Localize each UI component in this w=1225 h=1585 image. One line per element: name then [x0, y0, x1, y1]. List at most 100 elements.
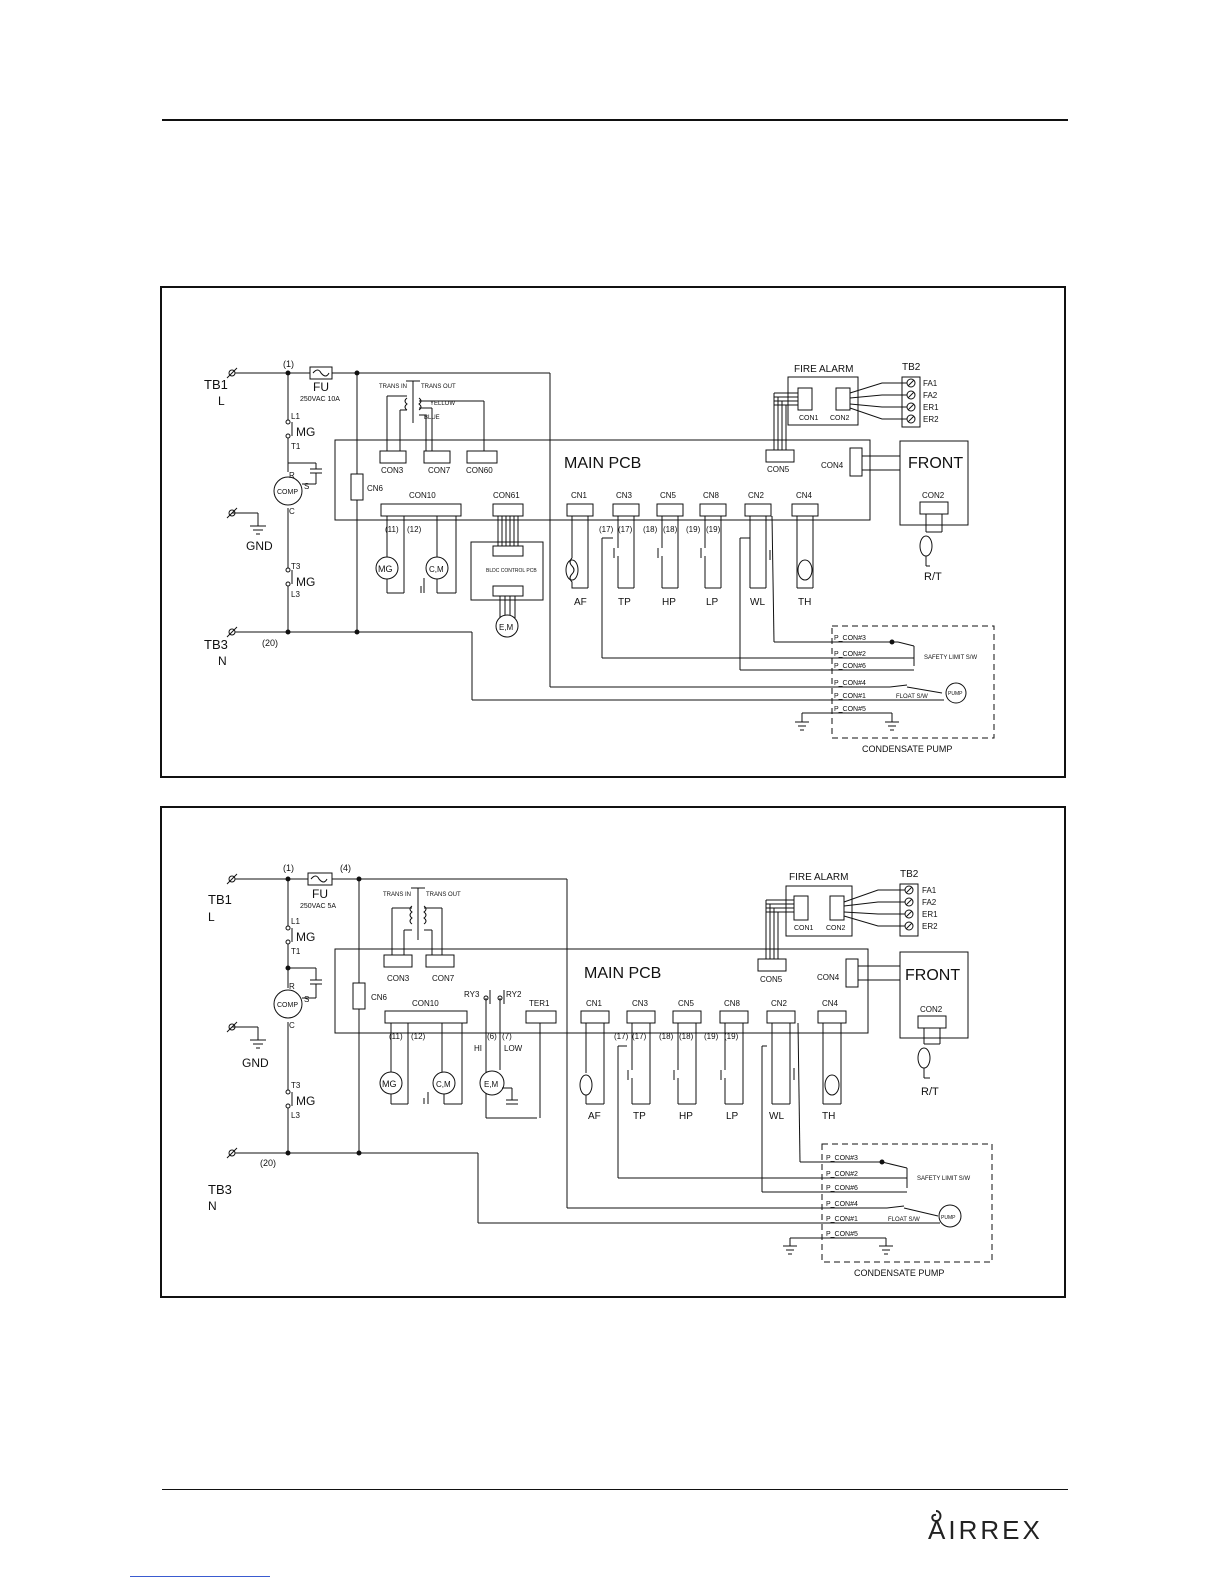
node-11-label: (11) [385, 525, 399, 534]
con5-box [765, 449, 795, 463]
con3-box [383, 954, 413, 968]
tb3-sub-label: N [208, 1199, 217, 1213]
hi-label: HI [474, 1044, 482, 1053]
gnd-label: GND [246, 539, 273, 553]
tb3-label: TB3 [204, 637, 228, 652]
bldc-bus [497, 516, 519, 618]
pump-label: PUMP [948, 691, 963, 697]
l3-label: L3 [291, 1111, 300, 1120]
con7-box [423, 450, 451, 464]
t1-label: T1 [291, 442, 301, 451]
fu-label: FU [312, 887, 328, 901]
tb2-label: TB2 [900, 869, 919, 880]
terminal-symbols [226, 367, 266, 638]
tb2-er2-label: ER2 [923, 415, 939, 424]
cn8-label: CN8 [703, 491, 720, 500]
mg-motor-label: MG [378, 564, 393, 574]
cm-motor-label: C,M [436, 1080, 451, 1089]
main-pcb-box [334, 948, 869, 1034]
comp-c-label: C [289, 507, 295, 516]
tb3-sub-label: N [218, 654, 227, 668]
ry3-label: RY3 [464, 990, 480, 999]
pcon5-label: P_CON#5 [834, 706, 866, 713]
condensate-pump-label: CONDENSATE PUMP [854, 1268, 944, 1278]
comp-label: COMP [277, 489, 298, 496]
mg-bottom-label: MG [296, 575, 315, 589]
power-rails [232, 876, 822, 1224]
trans-out-label: TRANS OUT [421, 384, 456, 390]
sensor-wiring [565, 515, 832, 671]
header-rule [162, 119, 1068, 121]
condensate-pump-box [831, 625, 995, 739]
node-17a-label: (17) [599, 525, 614, 534]
compressor-icon [273, 989, 303, 1019]
power-rails [232, 370, 832, 701]
node-4-label: (4) [340, 863, 351, 873]
con4-box [845, 958, 859, 988]
transformer-icon [391, 887, 443, 955]
main-pcb-label: MAIN PCB [564, 455, 641, 472]
mg-contact-bottom [285, 1089, 293, 1109]
hp-label: HP [679, 1111, 693, 1122]
blue-wire-label: BLUE [424, 415, 440, 421]
fire-alarm-label: FIRE ALARM [794, 364, 853, 375]
cn1-label: CN1 [571, 491, 588, 500]
th-label: TH [798, 597, 811, 608]
pcon6-label: P_CON#6 [834, 663, 866, 670]
node-12-label: (12) [411, 1032, 426, 1041]
cn3-label: CN3 [616, 491, 633, 500]
wiring-diagram-2: TB1 L TB3 N GND (1) (4) (20) FU 250VAC 5… [160, 806, 1066, 1298]
con10-box [384, 1010, 468, 1024]
pcon1-label: P_CON#1 [834, 693, 866, 700]
pcon3-label: P_CON#3 [834, 635, 866, 642]
float-switch-label: FLOAT S/W [896, 694, 928, 700]
tp-label: TP [618, 597, 631, 608]
node-17a-label: (17) [614, 1032, 629, 1041]
node-18a-label: (18) [659, 1032, 674, 1041]
comp-label: COMP [277, 1002, 298, 1009]
tb2-fa2-label: FA2 [922, 898, 937, 907]
pump-wiring [783, 1159, 962, 1255]
tb2-fa2-label: FA2 [923, 391, 938, 400]
fa-con2-label: CON2 [826, 925, 846, 932]
node-18b-label: (18) [679, 1032, 694, 1041]
em-motor-label: E,M [484, 1080, 499, 1089]
bldc-label: BLDC CONTROL PCB [486, 568, 537, 574]
trans-in-label: TRANS IN [379, 384, 407, 390]
tb2-fa1-label: FA1 [923, 379, 938, 388]
footer-rule [162, 1489, 1068, 1490]
node-6-label: (6) [487, 1032, 497, 1041]
tb2-block [901, 376, 921, 428]
wl-label: WL [750, 597, 765, 608]
con3-label: CON3 [387, 974, 410, 983]
node-17b-label: (17) [632, 1032, 647, 1041]
mg-top-label: MG [296, 425, 315, 439]
front-con2-label: CON2 [920, 1005, 943, 1014]
node-1-label: (1) [283, 359, 294, 369]
l1-label: L1 [291, 412, 300, 421]
tb2-screws [843, 885, 914, 931]
con4-box [849, 447, 863, 477]
fu-rating-label: 250VAC 10A [300, 396, 340, 403]
node-19b-label: (19) [724, 1032, 739, 1041]
node-19a-label: (19) [686, 525, 701, 534]
node-11-label: (11) [389, 1032, 403, 1041]
hp-label: HP [662, 597, 676, 608]
th-label: TH [822, 1111, 835, 1122]
con3-label: CON3 [381, 466, 404, 475]
mg-contact-bottom [285, 567, 293, 587]
comp-s-label: S [304, 995, 309, 1004]
cn6-box [352, 982, 366, 1010]
con10-label: CON10 [412, 999, 439, 1008]
rt-label: R/T [921, 1086, 939, 1098]
con61-box [492, 503, 524, 517]
cn1-label: CN1 [586, 999, 603, 1008]
transformer-icon [386, 380, 485, 451]
cn3-label: CN3 [632, 999, 649, 1008]
fire-alarm-label: FIRE ALARM [789, 872, 848, 883]
trans-in-label: TRANS IN [383, 892, 411, 898]
mg-top-label: MG [296, 930, 315, 944]
wl-label: WL [769, 1111, 784, 1122]
t3-label: T3 [291, 562, 301, 571]
sensor-connectors [566, 503, 819, 517]
